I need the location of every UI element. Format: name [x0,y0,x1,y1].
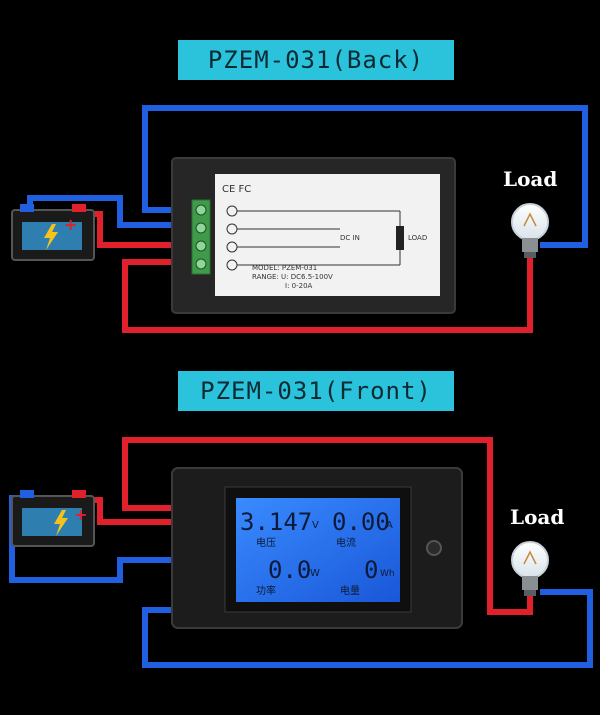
front-red-wire-load [122,437,533,615]
back-blue-wire-load [142,105,588,248]
terminal-screw [195,204,207,216]
plate-model: MODEL: PZEM-031 [252,264,317,272]
lcd-voltage-value: 3.147 [240,508,312,536]
terminal-screw [195,240,207,252]
lcd-screen [236,498,400,602]
plate-range-i: I: 0-20A [285,282,313,290]
svg-text:+: + [74,505,87,524]
back-title-banner: PZEM-031(Back) [178,40,454,80]
battery-icon: + [11,490,95,547]
battery-icon: + [11,204,95,261]
plate-ce-mark: CE FC [222,184,251,195]
plate-load-resistor [396,226,404,250]
lcd-current-value: 0.00 [332,508,390,536]
back-red-wire-load [122,258,533,333]
lcd-voltage-unit: V [312,520,319,531]
lcd-current-unit: A [386,520,393,531]
front-blue-wire-load [142,589,593,668]
terminal-screw [195,222,207,234]
lightbulb-icon [511,541,549,596]
lcd-current-label: 电流 [336,536,356,549]
plate-load: LOAD [408,234,427,242]
terminal-screw [195,258,207,270]
plate-dc-in: DC IN [340,234,360,242]
terminal-block [191,199,211,275]
lcd-voltage-label: 电压 [256,536,276,549]
front-title-banner: PZEM-031(Front) [178,371,454,411]
lcd-energy-label: 电量 [340,584,360,597]
lcd-power-value: 0.0 [268,556,311,584]
lcd-power-label: 功率 [256,584,276,597]
back-blue-wire-battery [27,195,195,228]
front-load-label: Load [510,505,565,529]
svg-text:+: + [64,215,77,234]
plate-range-v: RANGE: U: DC6.5-100V [252,273,333,281]
lcd-energy-value: 0 [364,556,378,584]
meter-button[interactable] [426,540,442,556]
lightbulb-icon [511,203,549,258]
lcd-energy-unit: Wh [380,569,395,579]
lcd-power-unit: W [310,568,320,579]
back-load-label: Load [503,167,558,191]
